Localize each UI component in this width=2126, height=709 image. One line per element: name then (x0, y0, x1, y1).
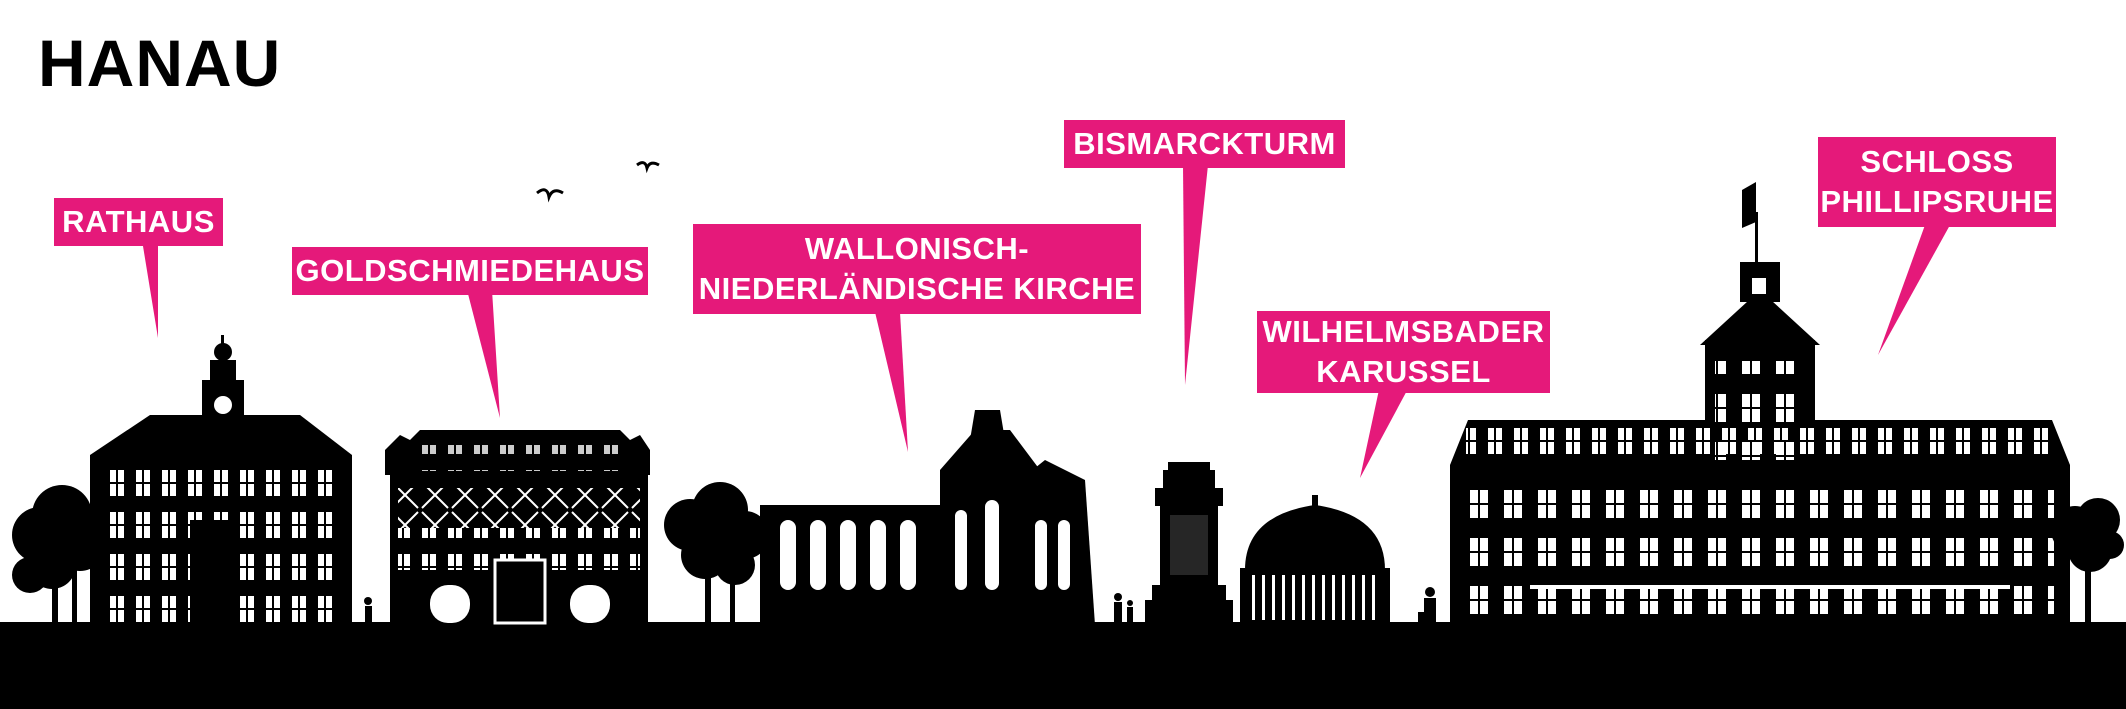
tree-left (12, 485, 106, 624)
karussel-building (1240, 495, 1390, 625)
tree-right (2051, 498, 2124, 623)
label-karussel-line-2: KARUSSEL (1316, 354, 1491, 389)
city-title: HANAU (38, 26, 282, 100)
birds (536, 161, 660, 203)
label-rathaus-line-1: RATHAUS (62, 204, 215, 239)
label-kirche-line-1: WALLONISCH- (804, 231, 1030, 266)
label-bismarckturm-line-1: BISMARCKTURM (1073, 126, 1336, 161)
pedestrians-middle (1114, 593, 1133, 624)
label-schloss-line-2: PHILLIPSRUHE (1820, 184, 2054, 219)
rathaus-building (90, 335, 352, 625)
label-rathaus: RATHAUS (54, 198, 223, 246)
callout-pointers (142, 165, 1950, 478)
label-karussel: WILHELMSBADER KARUSSEL (1257, 311, 1550, 393)
label-schloss: SCHLOSS PHILLIPSRUHE (1818, 137, 2056, 227)
bismarckturm-building (1145, 462, 1233, 625)
label-kirche-line-2: NIEDERLÄNDISCHE KIRCHE (698, 271, 1136, 306)
kirche-building (760, 410, 1095, 625)
goldschmiedehaus-building (385, 430, 650, 625)
label-kirche: WALLONISCH- NIEDERLÄNDISCHE KIRCHE (693, 224, 1141, 314)
label-karussel-line-1: WILHELMSBADER (1262, 314, 1545, 349)
label-schloss-line-1: SCHLOSS (1860, 144, 2014, 179)
schloss-building (1450, 182, 2070, 625)
label-goldschmiedehaus-line-1: GOLDSCHMIEDEHAUS (295, 253, 645, 288)
pedestrian-right (1418, 587, 1436, 624)
label-bismarckturm: BISMARCKTURM (1064, 120, 1345, 168)
ground-strip (0, 622, 2126, 709)
tree-middle (664, 482, 769, 623)
label-goldschmiedehaus: GOLDSCHMIEDEHAUS (292, 247, 648, 295)
pedestrian-left (364, 597, 372, 624)
